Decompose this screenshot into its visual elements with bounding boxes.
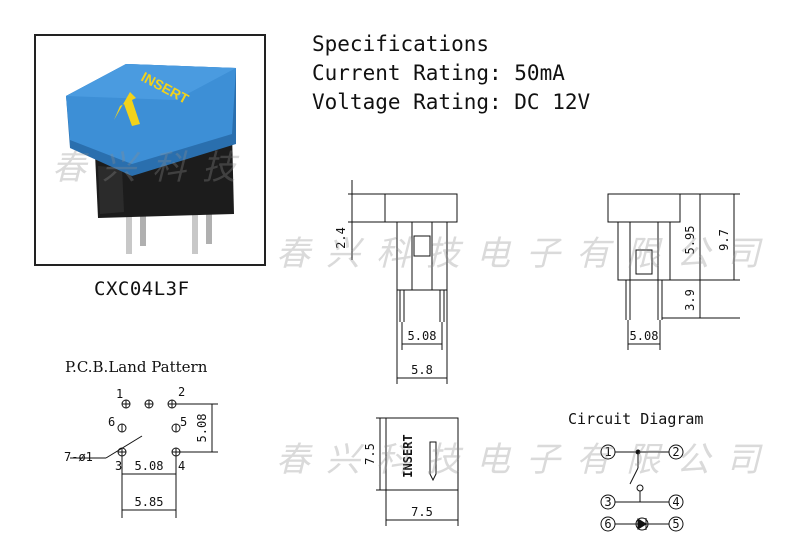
dim-top-height: 7.5 bbox=[363, 443, 377, 465]
terminal-2-label: 2 bbox=[672, 445, 679, 459]
pcb-dim-vertical: 5.08 bbox=[195, 414, 209, 443]
side-view-body bbox=[396, 221, 448, 291]
dim-side-width: 5.8 bbox=[411, 363, 433, 377]
side-view-cap bbox=[384, 193, 458, 223]
pcb-pin-2: 2 bbox=[178, 385, 185, 399]
pcb-pin-6: 6 bbox=[108, 415, 115, 429]
pcb-hole-spec: 7-ø1 bbox=[64, 450, 93, 464]
key-cap-top bbox=[66, 64, 236, 100]
dim-front-upper: 5.95 bbox=[683, 226, 697, 255]
spec-voltage: Voltage Rating: DC 12V bbox=[312, 90, 591, 114]
circuit-diagram bbox=[600, 444, 684, 532]
top-view-body bbox=[385, 417, 459, 491]
front-view-body bbox=[617, 221, 671, 281]
terminal-3-label: 3 bbox=[604, 495, 611, 509]
pin bbox=[192, 206, 198, 254]
dim-top-width: 7.5 bbox=[411, 505, 433, 519]
pin bbox=[140, 206, 146, 246]
top-view-label: INSERT bbox=[401, 434, 415, 477]
pcb-pin-1: 1 bbox=[116, 387, 123, 401]
spec-current: Current Rating: 50mA bbox=[312, 61, 565, 85]
pin bbox=[126, 206, 132, 254]
pin bbox=[206, 206, 212, 244]
switch-illustration: INSERT bbox=[66, 64, 236, 254]
terminal-1-label: 1 bbox=[604, 445, 611, 459]
dim-front-pin: 3.9 bbox=[683, 289, 697, 311]
circuit-title: Circuit Diagram bbox=[568, 410, 704, 428]
pcb-pin-5: 5 bbox=[180, 415, 187, 429]
front-view-drawing bbox=[607, 193, 740, 350]
dim-front-pitch: 5.08 bbox=[630, 329, 659, 343]
pcb-dim-overall: 5.85 bbox=[135, 495, 164, 509]
terminal-4-label: 4 bbox=[672, 495, 679, 509]
led-icon bbox=[635, 517, 649, 531]
terminal-6-label: 6 bbox=[604, 517, 611, 531]
pcb-land-pattern bbox=[70, 399, 218, 518]
terminal-5-label: 5 bbox=[672, 517, 679, 531]
pcb-pin-3: 3 bbox=[115, 459, 122, 473]
model-number: CXC04L3F bbox=[94, 278, 190, 300]
dim-side-height: 2.4 bbox=[334, 227, 348, 249]
switch-body-side bbox=[98, 166, 124, 214]
dim-front-total: 9.7 bbox=[717, 229, 731, 251]
arrow-icon bbox=[114, 92, 140, 126]
side-view-drawing bbox=[348, 180, 458, 384]
dim-side-pitch: 5.08 bbox=[408, 329, 437, 343]
pcb-pin-4: 4 bbox=[178, 459, 185, 473]
top-view-drawing bbox=[376, 417, 459, 526]
pcb-title: P.C.B.Land Pattern bbox=[65, 358, 208, 376]
front-view-cap bbox=[607, 193, 681, 223]
pcb-dim-horizontal: 5.08 bbox=[135, 459, 164, 473]
product-photo: INSERT bbox=[34, 34, 266, 266]
spec-title: Specifications bbox=[312, 32, 490, 56]
